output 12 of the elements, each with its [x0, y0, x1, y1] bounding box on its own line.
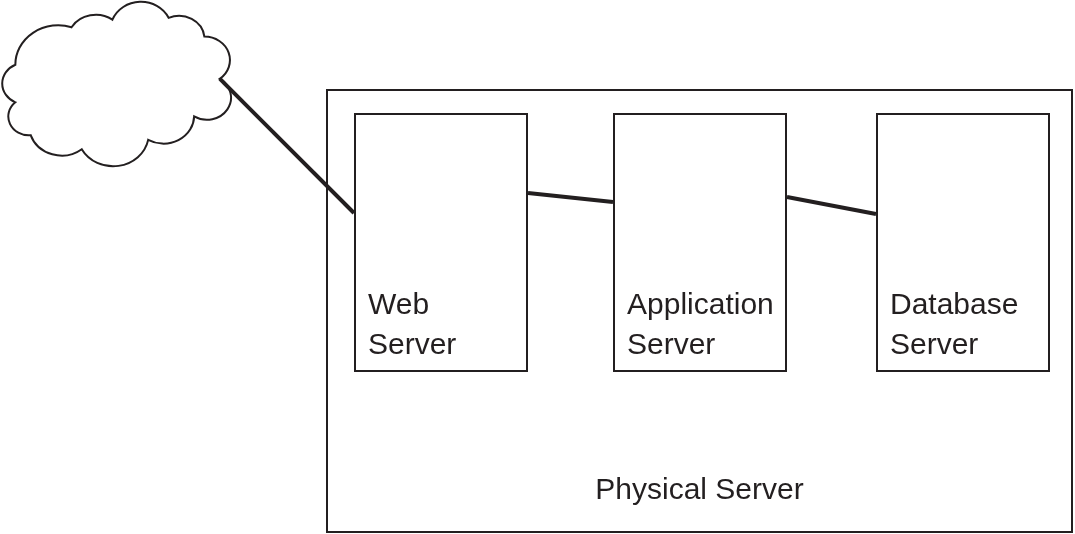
node-label: Application Server — [627, 286, 774, 362]
server-box — [613, 113, 787, 372]
node-label: Database Server — [890, 286, 1019, 362]
server-box — [354, 113, 528, 372]
cloud-shape — [0, 0, 233, 168]
connector-line — [527, 191, 614, 205]
node-label: Web Server — [368, 286, 457, 362]
container-box — [326, 89, 1073, 533]
server-box — [876, 113, 1050, 372]
container-label: Physical Server — [595, 471, 804, 507]
connector-line — [218, 77, 356, 215]
connector-line — [786, 194, 877, 216]
